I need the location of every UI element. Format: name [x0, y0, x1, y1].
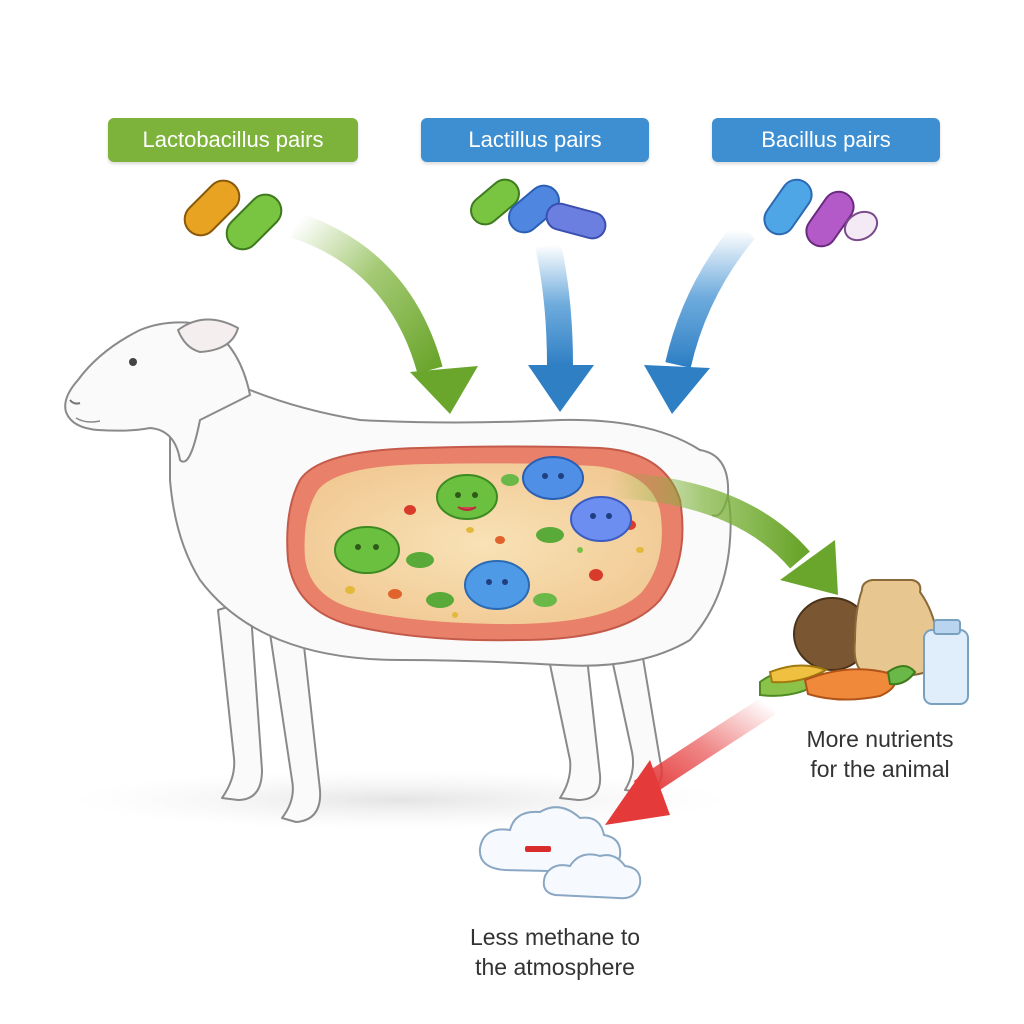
microbe-blue-3: [464, 560, 530, 610]
carrot: [803, 668, 896, 701]
caption-nutrients-line2: for the animal: [810, 756, 950, 782]
sheep-leg-back-right: [547, 639, 602, 801]
minus-sign: [525, 846, 551, 852]
label-lactobacillus-pairs: Lactobacillus pairs: [108, 118, 358, 162]
rumen: [286, 445, 684, 642]
caption-methane: Less methane to the atmosphere: [430, 922, 680, 982]
caption-nutrients: More nutrients for the animal: [770, 724, 990, 784]
arrow-bacillus: [644, 221, 756, 414]
rumen-microbes: [334, 456, 632, 610]
corn: [768, 664, 829, 684]
sheep-mouth: [75, 417, 101, 423]
lactillus-pair-icon: [470, 178, 607, 240]
milk-bottle-cap: [933, 619, 961, 635]
microbe-green-1: [436, 474, 498, 520]
arrow-to-methane: [605, 695, 776, 825]
arrow-to-nutrients: [609, 472, 838, 595]
methane-cloud-icon: [478, 806, 642, 900]
rumen-interior: [304, 463, 662, 625]
caption-methane-line1: Less methane to: [469, 924, 641, 950]
caption-methane-line2: the atmosphere: [475, 954, 635, 980]
sheep-leg-front-left: [267, 609, 322, 823]
arrow-lactillus: [528, 242, 594, 412]
microbe-blue-1: [522, 456, 584, 500]
sheep-leg-front-right: [217, 599, 263, 801]
arrow-lactobacillus: [290, 212, 478, 414]
bacillus-pair-icon: [763, 178, 879, 248]
sheep-nostril: [69, 399, 81, 405]
lactobacillus-pair-icon: [183, 179, 283, 251]
caption-nutrients-line1: More nutrients: [806, 726, 954, 752]
microbe-green-2: [334, 526, 400, 574]
microbe-blue-2: [570, 496, 632, 542]
milk-bottle: [923, 629, 969, 705]
label-lactillus-pairs: Lactillus pairs: [421, 118, 649, 162]
food-particles: [345, 474, 644, 618]
nutrients-food-icon: [759, 579, 969, 705]
label-bacillus-pairs: Bacillus pairs: [712, 118, 940, 162]
carrot-leaves: [886, 665, 917, 686]
sheep-eye: [129, 358, 137, 366]
sheep-ear: [177, 318, 239, 353]
